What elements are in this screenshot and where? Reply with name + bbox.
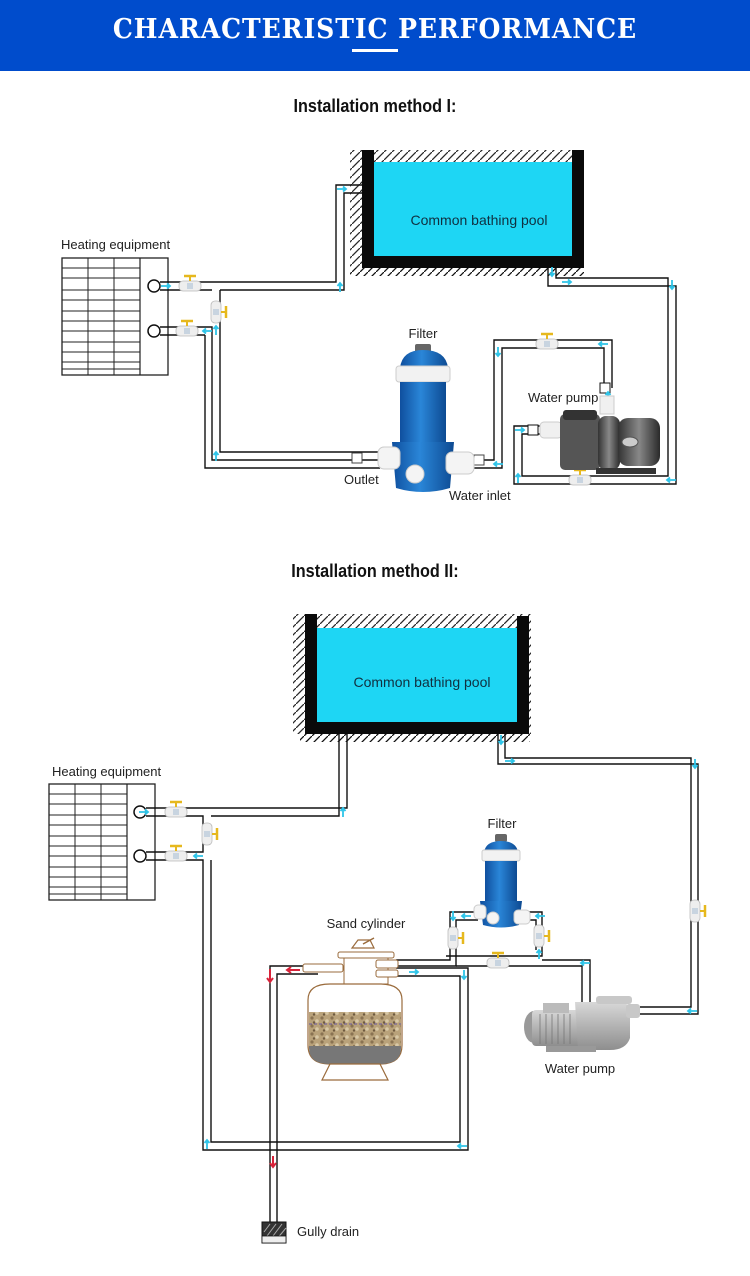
banner-title: CHARACTERISTIC PERFORMANCE	[112, 14, 638, 45]
drain-arrow-icon	[269, 1156, 277, 1169]
drain-arrow-icon	[266, 969, 274, 984]
valve-icon	[688, 898, 707, 924]
header-banner: CHARACTERISTIC PERFORMANCE	[0, 0, 750, 71]
method2-gully-drain: Gully drain	[261, 1221, 359, 1244]
valve-icon	[534, 332, 560, 351]
method1-diagram: Heating equipment	[61, 150, 677, 503]
method1-filter-label: Filter	[409, 326, 439, 341]
method1-pool-label: Common bathing pool	[411, 212, 548, 228]
method2-pump-label: Water pump	[545, 1061, 615, 1076]
method1-heating-equipment: Heating equipment	[61, 237, 171, 376]
valve-icon	[177, 274, 203, 293]
drain-arrow-icon	[285, 966, 300, 974]
banner-underline	[352, 49, 398, 52]
method2-pool-label: Common bathing pool	[354, 674, 491, 690]
method1-pool: Common bathing pool	[350, 150, 584, 276]
valve-icon	[567, 468, 593, 487]
method1-pump-label: Water pump	[528, 390, 598, 405]
valve-icon	[446, 925, 465, 951]
method2-diagram: Heating equipment	[48, 614, 707, 1244]
method2-sand-cylinder: Sand cylinder	[302, 916, 406, 1081]
method2-water-pump: Water pump	[524, 996, 640, 1076]
method1-title: Installation method I:	[293, 96, 457, 116]
valve-icon	[485, 951, 511, 970]
method2-filter-label: Filter	[488, 816, 518, 831]
method2-pool: Common bathing pool	[293, 614, 531, 742]
valve-icon	[532, 923, 551, 949]
method2-sand-label: Sand cylinder	[327, 916, 406, 931]
valve-icon	[163, 844, 189, 863]
method2-heating-label: Heating equipment	[52, 764, 162, 779]
method1-heating-label: Heating equipment	[61, 237, 171, 252]
method1-water-pump: Water pump	[528, 390, 660, 474]
valve-icon	[163, 800, 189, 819]
valve-icon	[174, 319, 200, 338]
method1-inlet-label: Water inlet	[449, 488, 511, 503]
valve-icon	[200, 821, 219, 847]
method1-outlet-label: Outlet	[344, 472, 379, 487]
method2-drain-label: Gully drain	[297, 1224, 359, 1239]
method2-title: Installation method II:	[291, 561, 459, 581]
method1-filter: Filter Outlet Water inlet	[344, 326, 511, 503]
valve-icon	[209, 299, 228, 325]
method2-pipes	[146, 734, 699, 1230]
method2-filter: Filter	[473, 816, 531, 928]
method2-heating-equipment: Heating equipment	[48, 764, 162, 901]
